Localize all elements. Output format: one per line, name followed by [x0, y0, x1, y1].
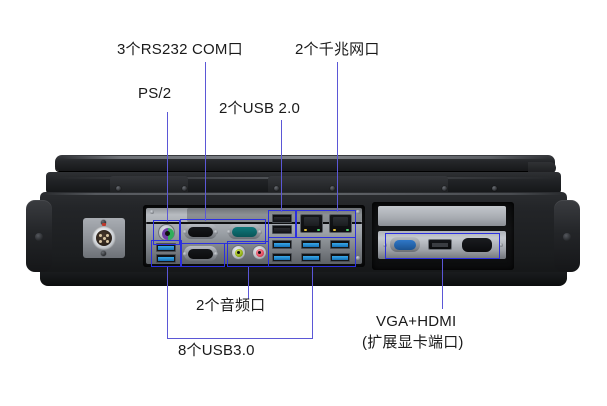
usb3-port — [301, 253, 321, 262]
serial-db9-port — [183, 246, 218, 261]
label-audio: 2个音频口 — [196, 297, 266, 314]
label-rs232: 3个RS232 COM口 — [117, 41, 243, 58]
chassis-screw — [182, 186, 187, 191]
chassis-screw — [442, 186, 447, 191]
label-ps2: PS/2 — [138, 85, 172, 102]
laptop-lid-slab — [55, 155, 555, 171]
serial-db9-insert — [232, 226, 257, 237]
label-vga-hdmi-line1: VGA+HDMI — [376, 313, 457, 330]
corner-bumper-right — [554, 200, 580, 272]
power-connector-key — [102, 223, 106, 226]
serial-db9-port — [183, 224, 218, 239]
leader-line-vga-hdmi — [442, 259, 444, 309]
label-lan: 2个千兆网口 — [295, 41, 380, 58]
serial-db9-insert — [188, 226, 213, 237]
label-vga-hdmi-line2: (扩展显卡端口) — [362, 334, 464, 351]
vga-port-insert — [394, 239, 416, 250]
io-plate-screw — [356, 256, 360, 260]
callout-box-usb3-left — [151, 240, 182, 267]
audio-mic-in-jack — [252, 245, 267, 260]
usb3-port — [330, 240, 350, 249]
leader-line-usb3-joiner — [167, 338, 313, 340]
chassis-screw — [116, 186, 121, 191]
label-usb20: 2个USB 2.0 — [219, 100, 301, 117]
usb2-port — [272, 214, 292, 223]
chassis-screw — [492, 186, 497, 191]
corner-bumper-left — [26, 200, 52, 272]
audio-jack-insert — [234, 248, 243, 257]
callout-box-audio — [227, 241, 269, 267]
leader-line-usb3-left — [167, 267, 169, 339]
serial-db9-insert — [188, 248, 213, 259]
hdmi-port — [428, 239, 452, 250]
callout-box-ps2 — [153, 220, 180, 245]
lid-right-tab — [528, 162, 556, 174]
vga-port — [390, 237, 420, 252]
label-usb30: 8个USB3.0 — [178, 342, 255, 359]
dvi-port — [462, 238, 492, 252]
bumper-dot — [35, 233, 43, 241]
hinge-block-left — [110, 176, 188, 194]
callout-box-usb20 — [268, 210, 296, 238]
leader-line-audio — [248, 267, 250, 299]
leader-line-rs232 — [205, 62, 207, 221]
leader-line-ps2 — [167, 112, 169, 222]
body-bottom-edge — [40, 272, 567, 286]
usb3-port — [156, 243, 176, 252]
expansion-blank-plate — [378, 206, 506, 226]
bumper-dot — [563, 233, 571, 241]
leader-line-usb3-right — [312, 267, 314, 339]
serial-db9-port — [227, 224, 262, 239]
usb3-port — [156, 254, 176, 263]
io-plate-seam — [146, 222, 362, 224]
usb3-port — [272, 253, 292, 262]
callout-box-rs232-bottom — [180, 243, 225, 267]
chassis-screw — [274, 186, 279, 191]
io-plate-screw — [150, 210, 154, 214]
ethernet-rj45-port — [329, 214, 352, 233]
ps2-port — [158, 224, 175, 241]
plate-screw — [101, 251, 106, 256]
hinge-block-mid — [268, 176, 336, 194]
usb3-port — [330, 253, 350, 262]
power-connector-body — [96, 230, 112, 246]
ethernet-rj45-port — [300, 214, 323, 233]
usb2-port — [272, 225, 292, 234]
io-plate-screw — [356, 210, 360, 214]
plate-screw — [101, 220, 106, 225]
leader-line-usb20 — [281, 120, 283, 212]
lid-highlight — [62, 156, 548, 159]
callout-box-lan — [296, 210, 356, 238]
chassis-screw — [330, 186, 335, 191]
expansion-plate-screw — [499, 243, 503, 247]
leader-line-lan — [337, 62, 339, 212]
ps2-port-insert — [161, 227, 174, 240]
audio-jack-insert — [255, 248, 264, 257]
usb3-port — [301, 240, 321, 249]
body-top-edge — [44, 193, 563, 195]
hinge-block-right — [330, 176, 448, 194]
callout-box-usb3-right — [268, 237, 356, 267]
audio-line-out-jack — [231, 245, 246, 260]
callout-box-vga-hdmi — [385, 233, 500, 259]
usb3-port — [272, 240, 292, 249]
